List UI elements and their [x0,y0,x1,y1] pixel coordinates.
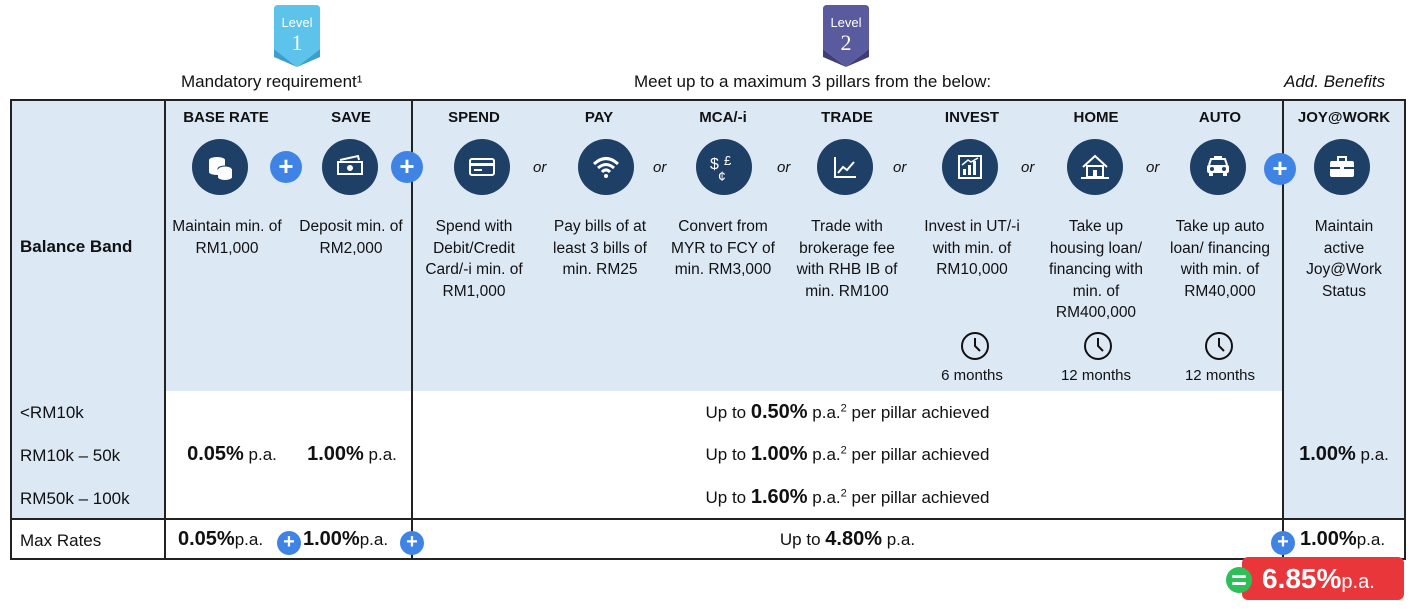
rate-number: 0.05% [187,443,244,465]
add-benefits-caption: Add. Benefits [1284,72,1386,91]
balance-band-col-bg [12,391,164,518]
pillar-rate-band-2: Up to 1.00% p.a.2 per pillar achieved [705,443,990,465]
level-2-badge: Level 2 [821,5,871,67]
or-label: or [653,159,667,176]
col-trade: TRADE [821,109,873,126]
or-label: or [1146,159,1160,176]
level-2-word: Level [830,15,862,30]
max-base-rate: 0.05%p.a. [178,528,264,550]
cash-icon [322,139,378,195]
col-mca: MCA/-i [699,109,747,126]
col-base-rate: BASE RATE [183,109,269,126]
equals-icon [1226,567,1252,593]
col-invest: INVEST [944,109,1000,126]
mca-desc: Convert from MYR to FCY of min. RM3,000 [671,218,775,278]
level-1-number: 1 [291,30,303,55]
save-rate-value: 1.00% p.a. [292,443,412,466]
wifi-icon [578,139,634,195]
bar-chart-icon [942,139,998,195]
rate-number: 1.00% [307,443,364,465]
total-rate-unit: p.a. [1341,571,1375,593]
joy-desc: Maintain active Joy@Work Status [1306,218,1382,300]
rate-unit: p.a. [243,445,277,464]
level-1-badge: Level 1 [272,5,322,67]
rates-table: Balance Band BASE RATE SAVE SPEND PAY MC… [10,99,1406,560]
max-pillar-rate: Up to 4.80% p.a. [779,528,916,550]
or-label: or [533,159,547,176]
plus-icon: + [1264,153,1296,185]
svg-text:$: $ [710,156,719,173]
car-icon [1190,139,1246,195]
coins-icon [192,139,248,195]
divider [164,101,166,558]
max-save-rate: 1.00%p.a. [303,528,389,550]
total-rate-value: 6.85% [1262,563,1342,594]
pillar-rate-band-3: Up to 1.60% p.a.2 per pillar achieved [705,486,990,508]
clock-icon [960,331,990,361]
invest-tenure: 6 months [941,367,1003,384]
trade-desc: Trade with brokerage fee with RHB IB of … [796,218,898,300]
level-1-word: Level [281,15,313,30]
col-home: HOME [1073,109,1119,126]
col-pay: PAY [584,109,614,126]
max-rates-label: Max Rates [20,531,102,550]
plus-icon: + [270,151,302,183]
shield-icon [274,5,320,67]
pillar-rate-band-1: Up to 0.50% p.a.2 per pillar achieved [705,401,990,423]
col-save: SAVE [331,109,371,126]
col-auto: AUTO [1198,109,1242,126]
total-rate-badge: 6.85%p.a. [1226,557,1404,600]
clock-icon [1204,331,1234,361]
level-1-caption: Mandatory requirement¹ [181,72,363,91]
spend-desc: Spend with Debit/Credit Card/-i min. of … [425,218,523,300]
plus-icon: + [277,531,301,555]
joy-col-bg [1284,391,1404,518]
briefcase-icon [1314,139,1370,195]
base-rate-desc: Maintain min. of RM1,000 [172,218,282,257]
band-label: RM50k – 100k [20,489,130,508]
col-spend: SPEND [448,109,500,126]
or-label: or [777,159,791,176]
divider [411,101,413,558]
shield-icon [823,5,869,67]
joy-rate-value: 1.00% p.a. [1299,443,1389,465]
clock-icon [1083,331,1113,361]
band-label: RM10k – 50k [20,446,121,465]
balance-band-header: Balance Band [20,237,133,256]
auto-tenure: 12 months [1184,367,1256,384]
col-joy-at-work: JOY@WORK [1297,109,1391,126]
trend-chart-icon [817,139,873,195]
credit-card-icon [454,139,510,195]
or-label: or [893,159,907,176]
svg-text:¢: ¢ [718,168,726,183]
plus-icon: + [1271,531,1295,555]
svg-text:£: £ [724,153,732,168]
home-tenure: 12 months [1060,367,1132,384]
band-label: <RM10k [20,403,84,422]
divider [12,518,1404,520]
plus-icon: + [391,151,423,183]
auto-desc: Take up auto loan/ financing with min. o… [1170,218,1270,300]
house-icon [1067,139,1123,195]
invest-desc: Invest in UT/-i with min. of RM10,000 [924,218,1020,278]
plus-icon: + [400,531,424,555]
home-desc: Take up housing loan/ financing with min… [1049,218,1143,321]
level-2-caption: Meet up to a maximum 3 pillars from the … [634,72,992,91]
currency-exchange-icon: $ £¢ [696,139,752,195]
base-rate-value: 0.05% p.a. [172,443,292,466]
level-2-number: 2 [840,30,852,55]
rate-unit: p.a. [363,445,397,464]
divider [1282,101,1284,558]
or-label: or [1021,159,1035,176]
save-desc: Deposit min. of RM2,000 [299,218,403,257]
max-joy-rate: 1.00%p.a. [1300,528,1386,550]
pay-desc: Pay bills of at least 3 bills of min. RM… [553,218,647,278]
